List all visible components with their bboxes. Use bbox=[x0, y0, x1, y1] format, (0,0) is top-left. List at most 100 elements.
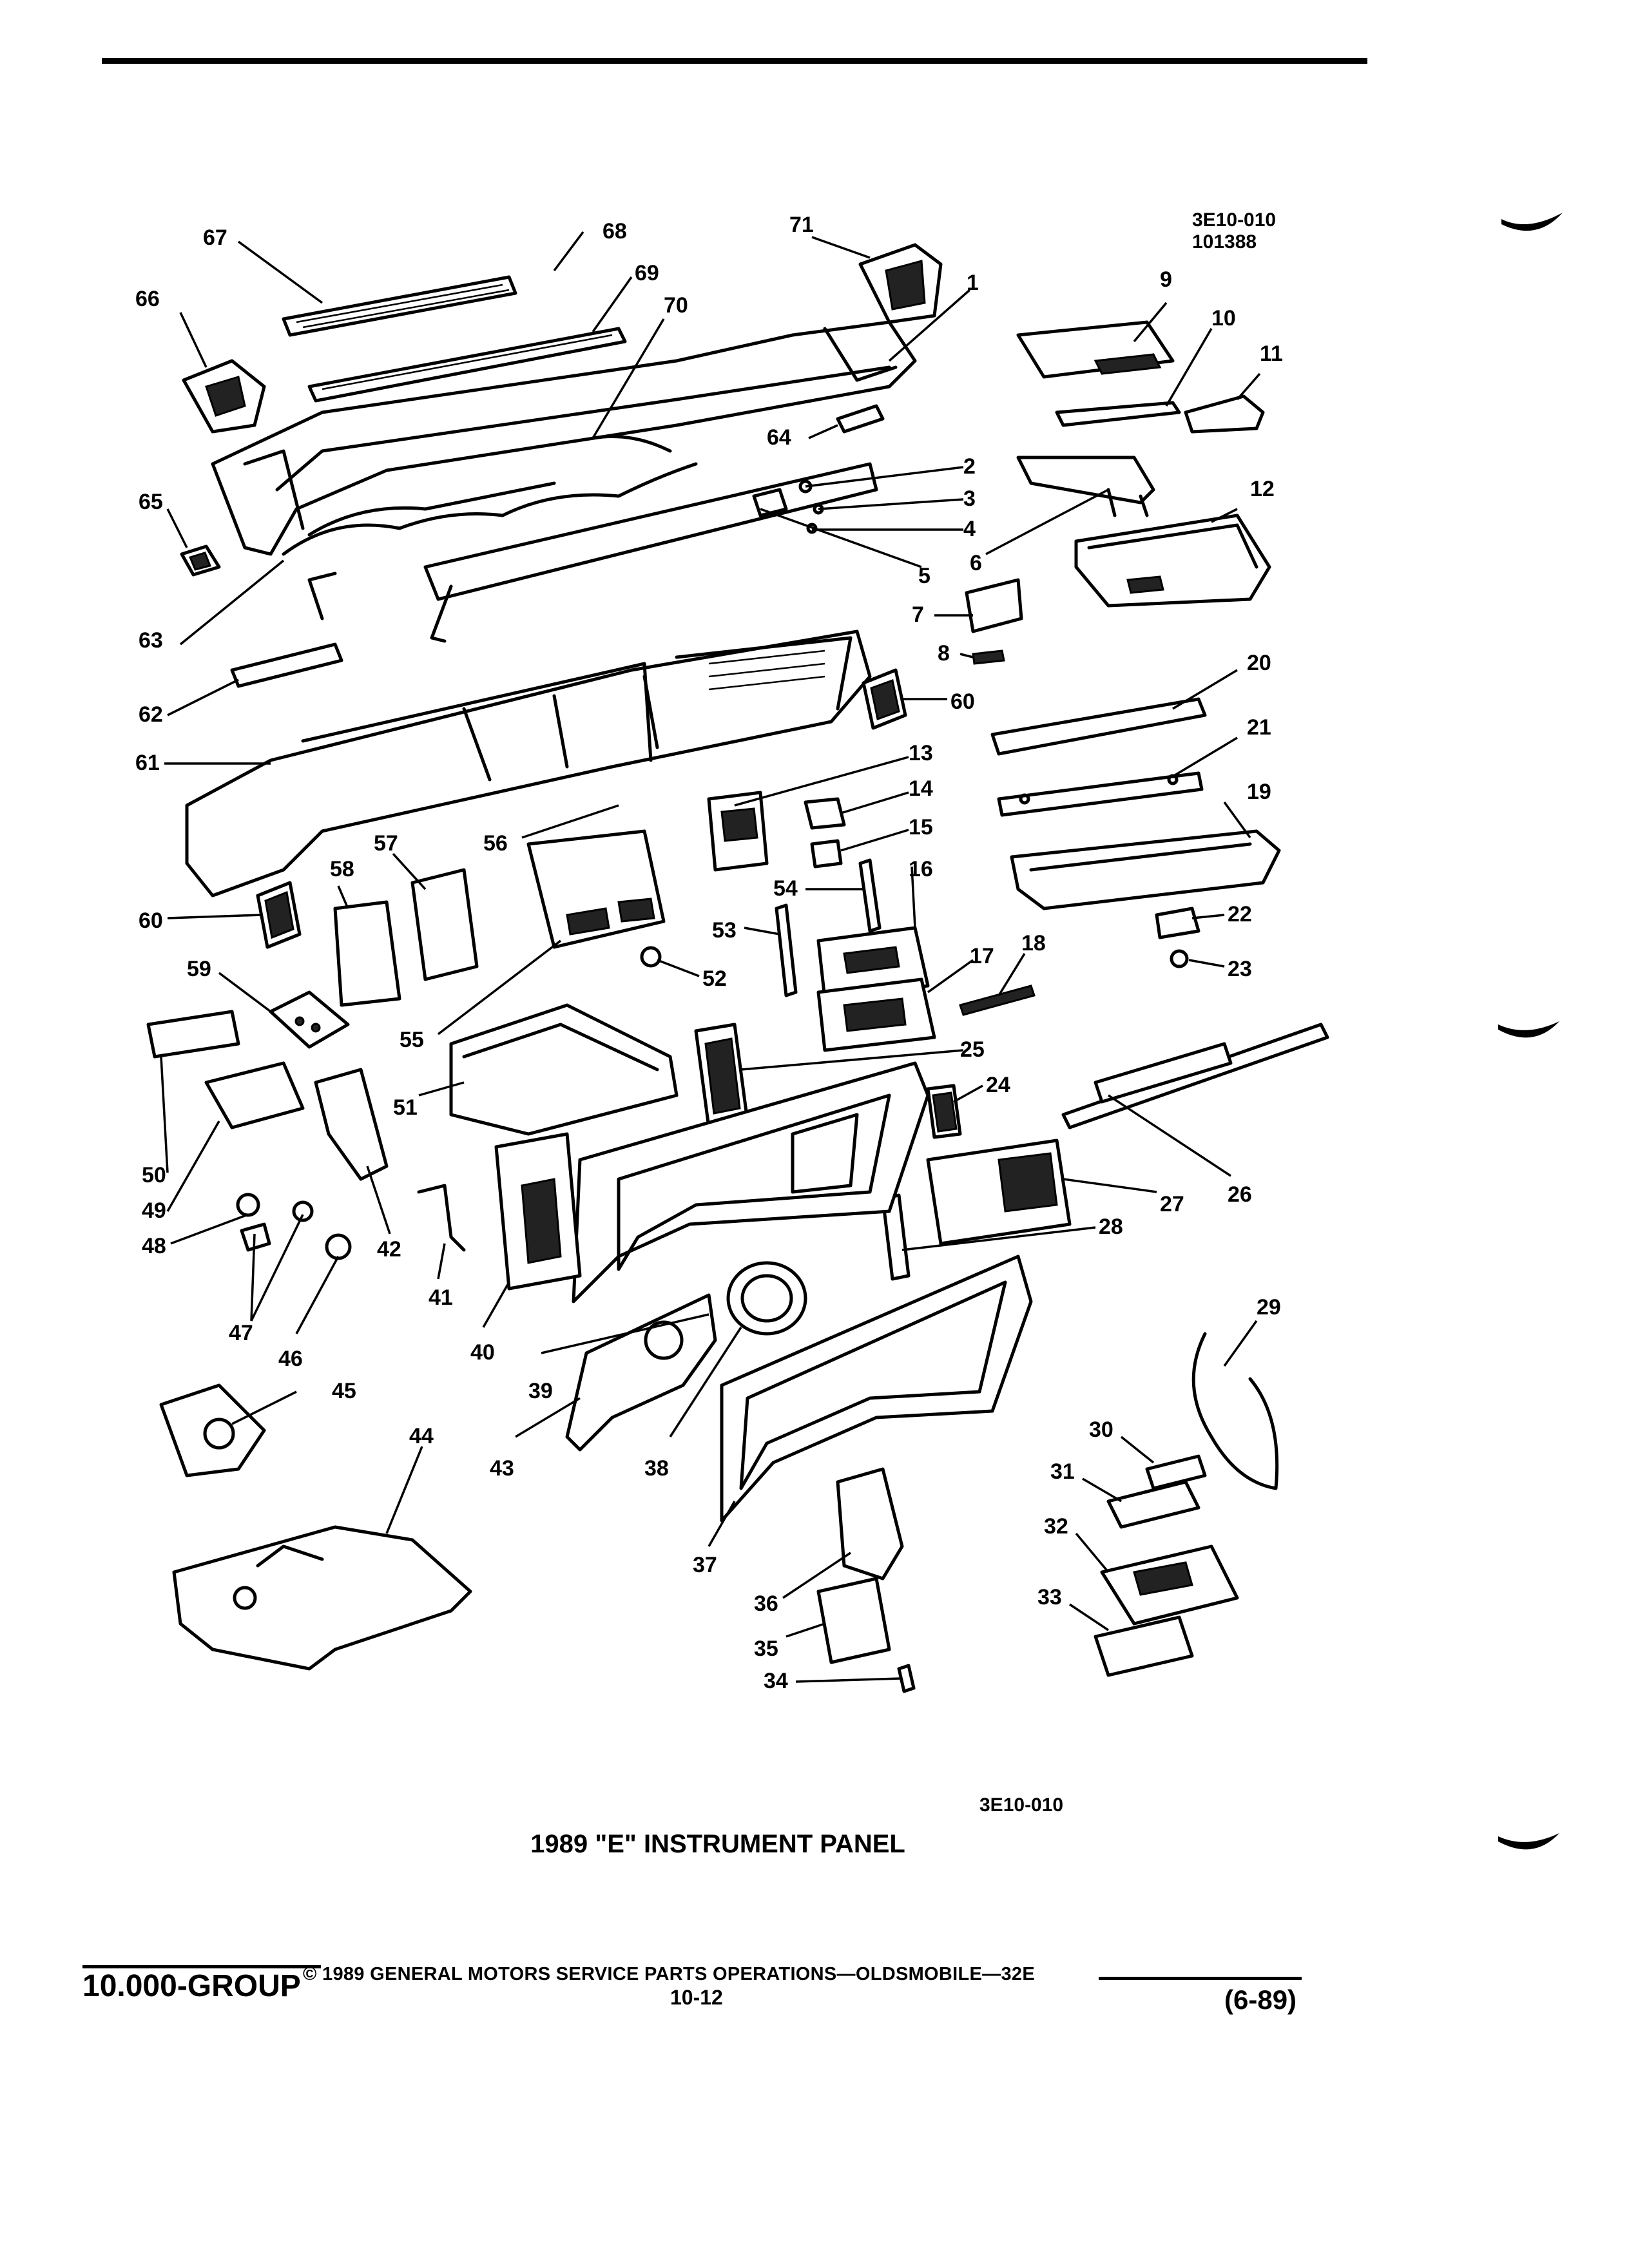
footer-group: 10.000-GROUP bbox=[82, 1969, 301, 2003]
clip-34 bbox=[897, 1664, 916, 1693]
callout-label: 56 bbox=[483, 831, 508, 856]
callout-label: 69 bbox=[635, 261, 659, 285]
callout-label: 60 bbox=[950, 689, 975, 714]
callout-label: 4 bbox=[963, 517, 976, 541]
bracket-11 bbox=[1184, 394, 1265, 434]
module-31 bbox=[1106, 1480, 1200, 1529]
cable-29 bbox=[1191, 1332, 1279, 1490]
callout-label: 35 bbox=[754, 1637, 778, 1661]
footer-date: (6-89) bbox=[1224, 1984, 1297, 2015]
speaker-grille bbox=[282, 275, 517, 337]
leader-lines bbox=[160, 231, 1261, 1683]
callout-label: 2 bbox=[963, 454, 976, 479]
callout-label: 12 bbox=[1250, 477, 1275, 501]
callout-label: 31 bbox=[1050, 1459, 1075, 1484]
knob-14 bbox=[804, 797, 846, 830]
callout-label: 7 bbox=[912, 602, 924, 627]
callout-label: 45 bbox=[332, 1379, 356, 1403]
glove-box-12 bbox=[1074, 514, 1271, 608]
wiring-harness bbox=[282, 435, 698, 556]
callout-label: 51 bbox=[393, 1095, 418, 1120]
callout-label: 55 bbox=[400, 1028, 424, 1052]
callout-label: 36 bbox=[754, 1591, 778, 1616]
callout-labels: 1 2 3 4 5 6 7 8 9 10 11 12 13 14 15 16 1… bbox=[135, 213, 1283, 1693]
binder-mark-top bbox=[1501, 213, 1563, 231]
cluster-housing-51 bbox=[449, 1003, 679, 1136]
clip-41 bbox=[417, 1184, 466, 1252]
callout-label: 10 bbox=[1211, 306, 1236, 331]
bracket-42 bbox=[314, 1068, 389, 1181]
callout-label: 19 bbox=[1247, 780, 1271, 804]
latch-7 bbox=[965, 578, 1023, 633]
callout-label: 60 bbox=[139, 908, 163, 933]
callout-label: 50 bbox=[142, 1163, 166, 1187]
callout-label: 15 bbox=[909, 815, 933, 840]
callout-label: 53 bbox=[712, 918, 737, 943]
switch-panel-40 bbox=[494, 1132, 582, 1291]
cluster-bezel-39 bbox=[572, 1061, 930, 1303]
callout-label: 37 bbox=[693, 1553, 717, 1577]
lower-strip bbox=[230, 642, 343, 688]
bracket-45 bbox=[159, 1383, 266, 1477]
radio-16 bbox=[816, 926, 936, 1052]
outlet-right bbox=[858, 243, 943, 324]
callout-label: 54 bbox=[773, 876, 798, 901]
callout-label: 22 bbox=[1228, 902, 1252, 927]
connector-30 bbox=[1145, 1454, 1207, 1490]
bulb-52 bbox=[640, 946, 662, 968]
module-35 bbox=[816, 1577, 891, 1664]
callout-label: 42 bbox=[377, 1237, 401, 1262]
callout-label: 33 bbox=[1037, 1585, 1062, 1610]
display-27 bbox=[926, 1139, 1072, 1245]
figure-title: 1989 "E" INSTRUMENT PANEL bbox=[0, 1830, 1629, 1859]
lock-22 bbox=[1155, 907, 1200, 939]
callout-label: 40 bbox=[470, 1340, 495, 1365]
footer-rule-right bbox=[1099, 1977, 1302, 1980]
top-rule bbox=[102, 58, 1367, 64]
callout-label: 67 bbox=[203, 226, 227, 250]
cylinder-23 bbox=[1170, 949, 1189, 968]
outlet-left bbox=[182, 359, 266, 434]
callout-label: 1 bbox=[967, 271, 979, 295]
callout-label: 11 bbox=[1260, 341, 1283, 366]
footer-copyright: © 1989 GENERAL MOTORS SERVICE PARTS OPER… bbox=[303, 1964, 1035, 1984]
callout-label: 65 bbox=[139, 490, 163, 514]
callout-label: 70 bbox=[664, 293, 688, 318]
strip-18 bbox=[959, 985, 1036, 1016]
callout-label: 18 bbox=[1021, 931, 1046, 956]
binder-mark-bottom bbox=[1498, 1833, 1559, 1850]
bulbs-46-48 bbox=[236, 1193, 352, 1260]
callout-label: 17 bbox=[970, 944, 994, 968]
callout-label: 34 bbox=[764, 1669, 788, 1693]
callout-label: 41 bbox=[429, 1285, 453, 1310]
callout-label: 27 bbox=[1160, 1192, 1184, 1216]
vent-left bbox=[256, 881, 302, 949]
figure-code: 3E10-010 bbox=[1192, 209, 1277, 231]
callout-label: 6 bbox=[970, 551, 982, 575]
pad-8 bbox=[972, 649, 1005, 665]
module-33 bbox=[1094, 1615, 1194, 1677]
callout-label: 59 bbox=[187, 957, 211, 981]
instrument-panel-carrier bbox=[185, 629, 872, 898]
callout-label: 61 bbox=[135, 751, 160, 775]
callout-label: 66 bbox=[135, 287, 160, 311]
callout-label: 68 bbox=[602, 219, 627, 244]
callout-label: 38 bbox=[644, 1456, 669, 1481]
callout-label: 3 bbox=[963, 486, 976, 511]
small-outlet bbox=[180, 544, 221, 577]
callout-label: 16 bbox=[909, 857, 933, 881]
figure-date-code: 101388 bbox=[1192, 231, 1257, 253]
bracket-10 bbox=[1055, 401, 1181, 427]
module-57 bbox=[410, 868, 479, 981]
callout-label: 32 bbox=[1044, 1514, 1068, 1539]
callout-label: 28 bbox=[1099, 1215, 1123, 1239]
defroster-strip bbox=[307, 327, 627, 403]
callout-label: 25 bbox=[960, 1037, 985, 1062]
callout-label: 13 bbox=[909, 741, 933, 765]
callout-label: 5 bbox=[918, 564, 930, 588]
callout-label: 26 bbox=[1228, 1182, 1252, 1207]
strip-20 bbox=[990, 697, 1207, 756]
module-58 bbox=[333, 900, 401, 1007]
bracket-49-50 bbox=[146, 1010, 305, 1129]
